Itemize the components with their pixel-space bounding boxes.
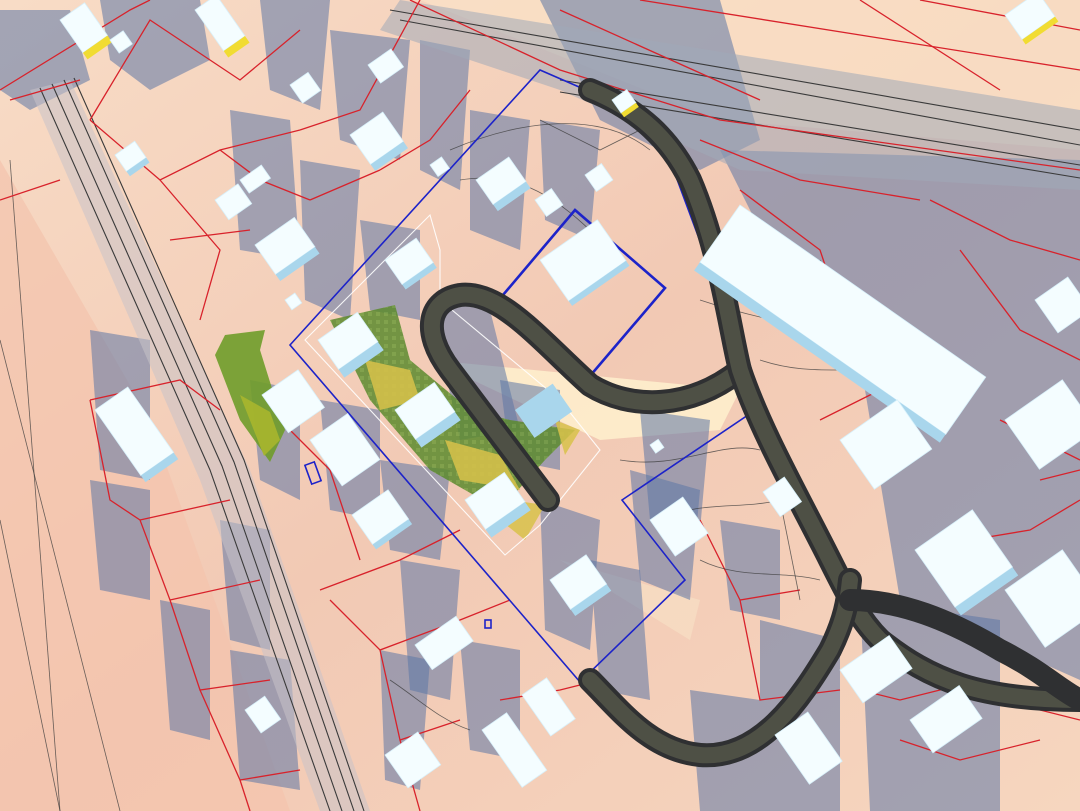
building	[414, 615, 474, 671]
building	[649, 438, 665, 454]
building	[839, 635, 913, 704]
building	[367, 48, 405, 84]
building	[839, 399, 933, 490]
building	[351, 489, 413, 550]
building	[114, 140, 150, 177]
planned-building	[515, 383, 573, 438]
building	[694, 204, 987, 443]
building	[611, 89, 639, 118]
building	[521, 677, 576, 737]
building	[214, 183, 253, 221]
planned-building	[464, 471, 531, 538]
building	[914, 509, 1019, 616]
roads-layer	[420, 78, 1080, 768]
building	[1004, 0, 1059, 45]
building	[1034, 276, 1080, 334]
building	[59, 2, 113, 60]
building	[534, 187, 564, 217]
railway-layer	[0, 77, 370, 811]
building	[1004, 549, 1080, 648]
building	[539, 219, 630, 306]
building	[254, 216, 320, 282]
building	[289, 71, 322, 104]
building	[475, 156, 531, 212]
buildings-layer	[59, 0, 1080, 789]
building	[309, 413, 381, 487]
building	[384, 731, 442, 789]
building	[649, 496, 709, 557]
building	[109, 30, 133, 54]
building	[384, 237, 437, 290]
building	[774, 711, 843, 785]
building	[194, 0, 250, 58]
building	[549, 554, 612, 617]
building	[584, 162, 614, 192]
building	[481, 712, 548, 788]
building	[284, 292, 303, 311]
planned-building	[317, 311, 384, 378]
building	[909, 685, 983, 754]
building	[261, 369, 325, 434]
building	[349, 111, 409, 172]
planned-building	[394, 381, 461, 448]
building	[94, 386, 179, 483]
highway-layer	[380, 0, 1080, 190]
building	[239, 164, 272, 194]
building	[429, 156, 451, 178]
building	[762, 476, 803, 518]
building	[244, 695, 282, 734]
